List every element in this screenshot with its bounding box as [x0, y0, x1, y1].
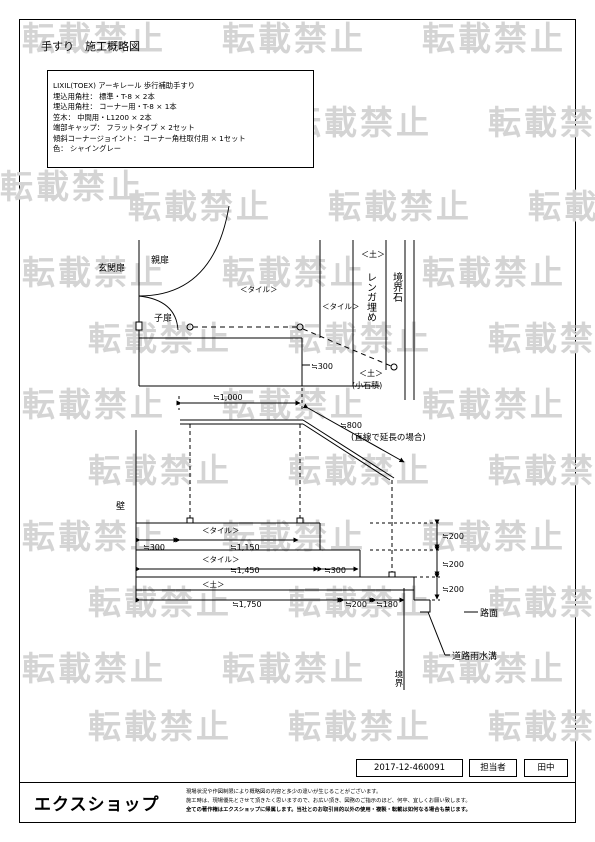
- soil-label: ＜土＞: [202, 579, 225, 589]
- spec-line: 端部キャップ： フラットタイプ × 2セット: [53, 123, 195, 132]
- road-surface-label: 路面: [480, 607, 498, 619]
- watermark: 転載禁止: [128, 187, 272, 226]
- watermark: 転載禁止: [528, 187, 595, 226]
- dim-1750-label: ≒1,750: [232, 600, 262, 609]
- watermark: 転載禁止: [488, 583, 595, 622]
- spec-line: 傾斜コーナージョイント： コーナー角柱取付用 × 1セット: [53, 133, 246, 143]
- page-title: 手すり 施工概略図: [41, 40, 140, 53]
- tile-label: ＜タイル＞: [322, 302, 360, 311]
- tile-label: ＜タイル＞: [202, 555, 240, 564]
- watermark: 転載禁止: [422, 385, 566, 424]
- watermark: 転載禁止: [88, 451, 232, 490]
- watermark: 転載禁止: [0, 167, 144, 206]
- watermark: 転載禁止: [288, 707, 432, 746]
- genkan-door-label: 玄関扉: [98, 262, 125, 274]
- wall-label: 壁: [116, 500, 125, 512]
- dim-200-label: ≒200: [442, 560, 464, 569]
- dim-300-label: ≒300: [311, 362, 333, 371]
- watermark: 転載禁止: [222, 19, 366, 58]
- dim-800-label: ≒800: [340, 421, 362, 430]
- staff-label: 担当者: [480, 763, 506, 773]
- footer-note: 施工時は、現場優先とさせて頂きたく思いますので、お広い頂き、図務のご指示のほど、…: [186, 798, 471, 804]
- footer-divider: [19, 782, 576, 783]
- soil-label: ＜土＞: [361, 249, 385, 259]
- elevation-view: [135, 403, 478, 690]
- watermark: 転載禁止: [222, 649, 366, 688]
- company-logo: エクスショップ: [34, 795, 160, 815]
- dim-200-label: ≒200: [442, 585, 464, 594]
- dim-1150-label: ≒1,150: [230, 543, 260, 552]
- staff-name: 田中: [537, 763, 555, 773]
- doc-id-cell: 2017-12-460091: [356, 759, 463, 777]
- oya-door-label: 親扉: [151, 254, 169, 266]
- tile-label: ＜タイル＞: [202, 526, 240, 535]
- footer-note: 現場状況や作図制限により概略図の内容と多少の違いが生じることがございます。: [186, 789, 382, 795]
- watermark: 転載禁止: [488, 319, 595, 358]
- spec-line: LIXIL(TOEX) アーキレール 歩行補助手すり: [53, 81, 195, 90]
- watermark: 転載禁止: [88, 707, 232, 746]
- brick-label: レンガ埋め: [365, 272, 377, 322]
- watermark: 転載禁止: [488, 707, 595, 746]
- dim-300a-label: ≒300: [143, 543, 165, 552]
- page-frame: [19, 19, 576, 823]
- footer-note: 全ての著作権はエクスショップに帰属します。当社とのお取引目的以外の使用・複製・転…: [186, 807, 471, 813]
- doc-id: 2017-12-460091: [373, 763, 446, 773]
- watermark: 転載禁止: [222, 253, 366, 292]
- dim-1000-label: ≒1,000: [213, 393, 243, 402]
- watermark: 転載禁止: [328, 187, 472, 226]
- watermark: 転載禁止: [422, 253, 566, 292]
- boundary-label: 境界: [393, 669, 403, 688]
- watermark: 転載禁止: [22, 649, 166, 688]
- ko-door-label: 子扉: [154, 312, 172, 324]
- spec-line: 埋込用角柱： 標準・T-8 × 2本: [53, 91, 155, 101]
- gutter-label: 道路雨水溝: [452, 650, 497, 662]
- spec-line: 笠木： 中間用・L1200 × 2本: [53, 112, 152, 122]
- dim-200-label: ≒200: [442, 532, 464, 541]
- extension-note: (直線で延長の場合): [351, 432, 426, 443]
- staff-name-cell: 田中: [524, 759, 568, 777]
- tile-label: ＜タイル＞: [240, 285, 278, 294]
- staff-label-cell: 担当者: [469, 759, 517, 777]
- spec-line: 色： シャイングレー: [53, 144, 121, 153]
- watermark: 転載禁止: [422, 19, 566, 58]
- small-stone-label: (小石積): [352, 380, 382, 390]
- dim-200-label: ≒200: [345, 600, 367, 609]
- soil-label: ＜土＞: [359, 368, 383, 378]
- watermark: 転載禁止: [488, 451, 595, 490]
- spec-line: 埋込用角柱： コーナー用・T-8 × 1本: [53, 102, 177, 111]
- dim-300b-label: ≒300: [324, 566, 346, 575]
- watermark: 転載禁止: [422, 517, 566, 556]
- dim-180-label: ≒180: [376, 600, 398, 609]
- watermark: 転載禁止: [22, 385, 166, 424]
- plan-view: [135, 205, 415, 410]
- boundary-stone-label: 境界石: [391, 271, 403, 302]
- dim-1450-label: ≒1,450: [230, 566, 260, 575]
- watermark: 転載禁止: [488, 103, 595, 142]
- footer-notes: 現場状況や作図制限により概略図の内容と多少の違いが生じることがございます。 施工…: [186, 788, 471, 815]
- spec-box: LIXIL(TOEX) アーキレール 歩行補助手すり 埋込用角柱： 標準・T-8…: [47, 70, 314, 168]
- watermark: 転載禁止: [22, 19, 166, 58]
